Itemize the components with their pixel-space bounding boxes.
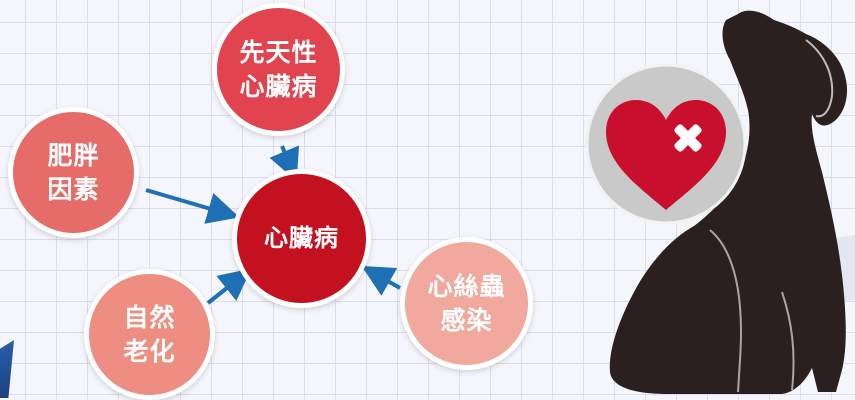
arrow-aging-to-center [206, 268, 252, 305]
node-congenital: 先天性 心臟病 [212, 3, 345, 136]
node-obesity: 肥胖 因素 [8, 107, 139, 238]
node-heartworm: 心絲蟲 感染 [400, 237, 533, 370]
arrow-congenital-to-center [269, 145, 300, 182]
dog-illustration [585, 10, 855, 394]
node-congenital-line1: 先天性 [239, 37, 318, 67]
arrow-obesity-to-center [145, 188, 240, 224]
arrow-heartworm-to-center [361, 266, 401, 296]
node-heartworm-line1: 心絲蟲 [427, 271, 506, 301]
node-aging-line2: 老化 [123, 336, 176, 366]
node-congenital-line2: 心臟病 [239, 71, 318, 101]
node-aging: 自然 老化 [84, 269, 215, 400]
node-obesity-line2: 因素 [47, 174, 100, 204]
node-obesity-line1: 肥胖 [47, 140, 100, 170]
node-aging-line1: 自然 [123, 302, 176, 332]
dog-leg-outline [709, 229, 742, 393]
dog-ear-outline [805, 39, 834, 118]
x-mark-icon [674, 124, 702, 152]
node-center-label: 心臟病 [264, 224, 339, 253]
node-center: 心臟病 [232, 169, 371, 308]
dog-silhouette-icon [609, 10, 848, 394]
node-heartworm-line2: 感染 [440, 305, 493, 335]
dog-hindleg-outline [781, 291, 795, 391]
